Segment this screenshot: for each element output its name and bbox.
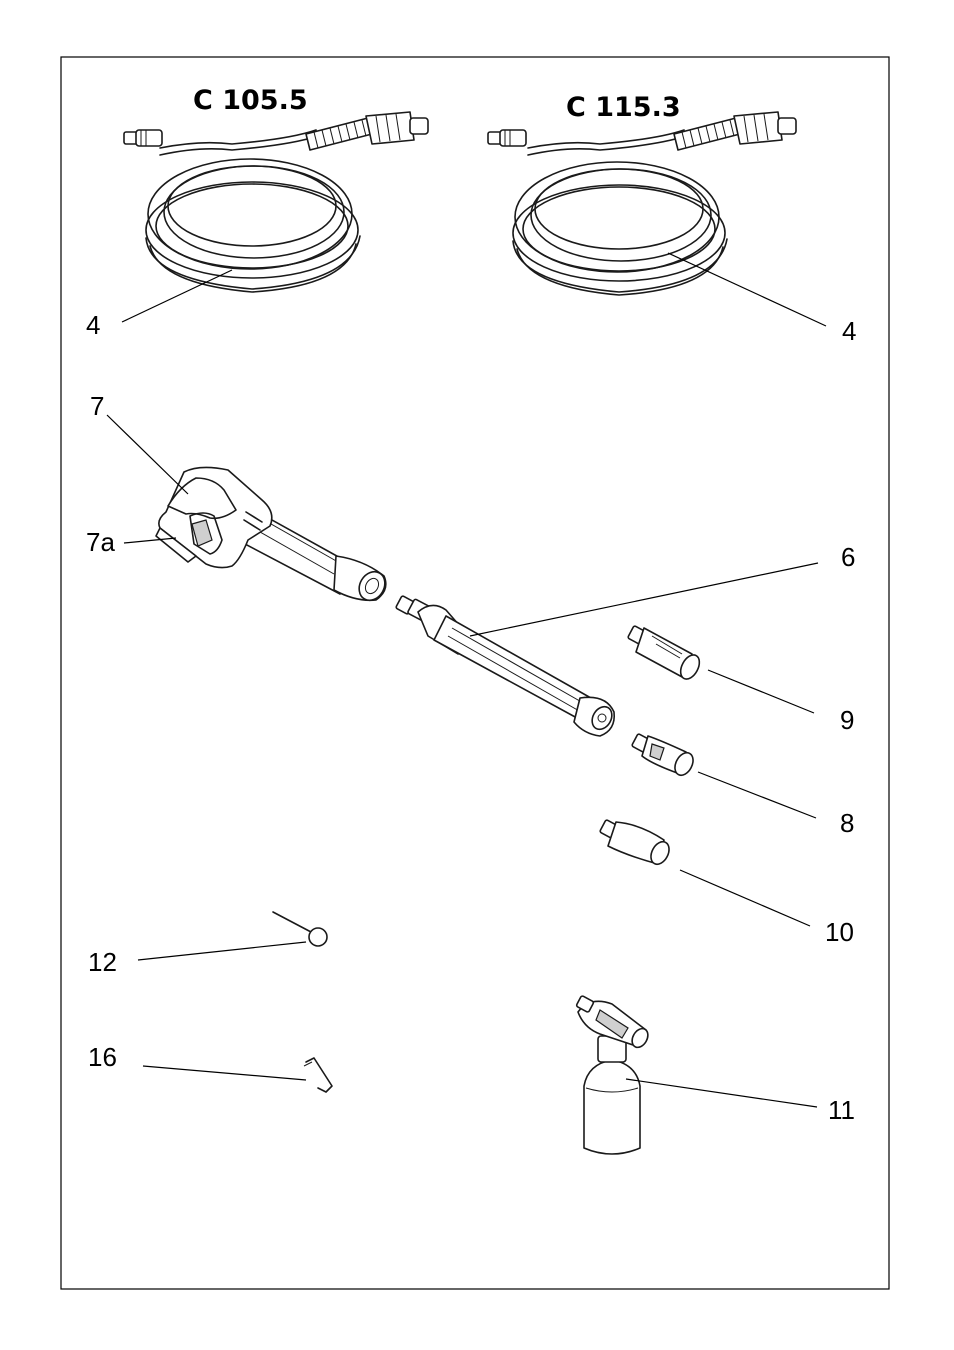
label-nozzle-8: 8: [840, 808, 854, 838]
label-hex-key: 16: [88, 1042, 117, 1072]
hose-right-illustration: [488, 112, 796, 295]
foam-sprayer-illustration: [576, 995, 651, 1154]
leader-foam-sprayer: [626, 1079, 817, 1107]
nozzle-10-illustration: [600, 820, 673, 868]
leader-nozzle-8: [698, 772, 816, 818]
nozzle-8-illustration: [632, 734, 697, 779]
hex-key-illustration: [304, 1058, 332, 1092]
model-title-left: C 105.5: [193, 85, 308, 116]
label-nozzle-9: 9: [840, 705, 854, 735]
model-title-right: C 115.3: [566, 92, 681, 123]
hose-left-illustration: [124, 112, 428, 292]
spray-lance-illustration: [396, 596, 616, 736]
leader-needle: [138, 942, 306, 960]
leader-hex-key: [143, 1066, 306, 1080]
leader-hose-right: [668, 253, 826, 326]
label-hose-right: 4: [842, 316, 856, 346]
leader-nozzle-10: [680, 870, 810, 926]
leader-gun: [107, 415, 188, 494]
spray-gun-illustration: [156, 467, 390, 605]
leader-lance: [470, 563, 818, 636]
label-hose-left: 4: [86, 310, 100, 340]
label-gun-trigger: 7a: [86, 527, 115, 557]
label-nozzle-10: 10: [825, 917, 854, 947]
label-foam-sprayer: 11: [828, 1095, 855, 1125]
cleaning-needle-illustration: [273, 912, 327, 946]
nozzle-9-illustration: [628, 626, 704, 683]
label-gun: 7: [90, 391, 104, 421]
label-lance: 6: [841, 542, 855, 572]
leader-hose-left: [122, 270, 232, 322]
leader-nozzle-9: [708, 670, 814, 713]
label-needle: 12: [88, 947, 117, 977]
